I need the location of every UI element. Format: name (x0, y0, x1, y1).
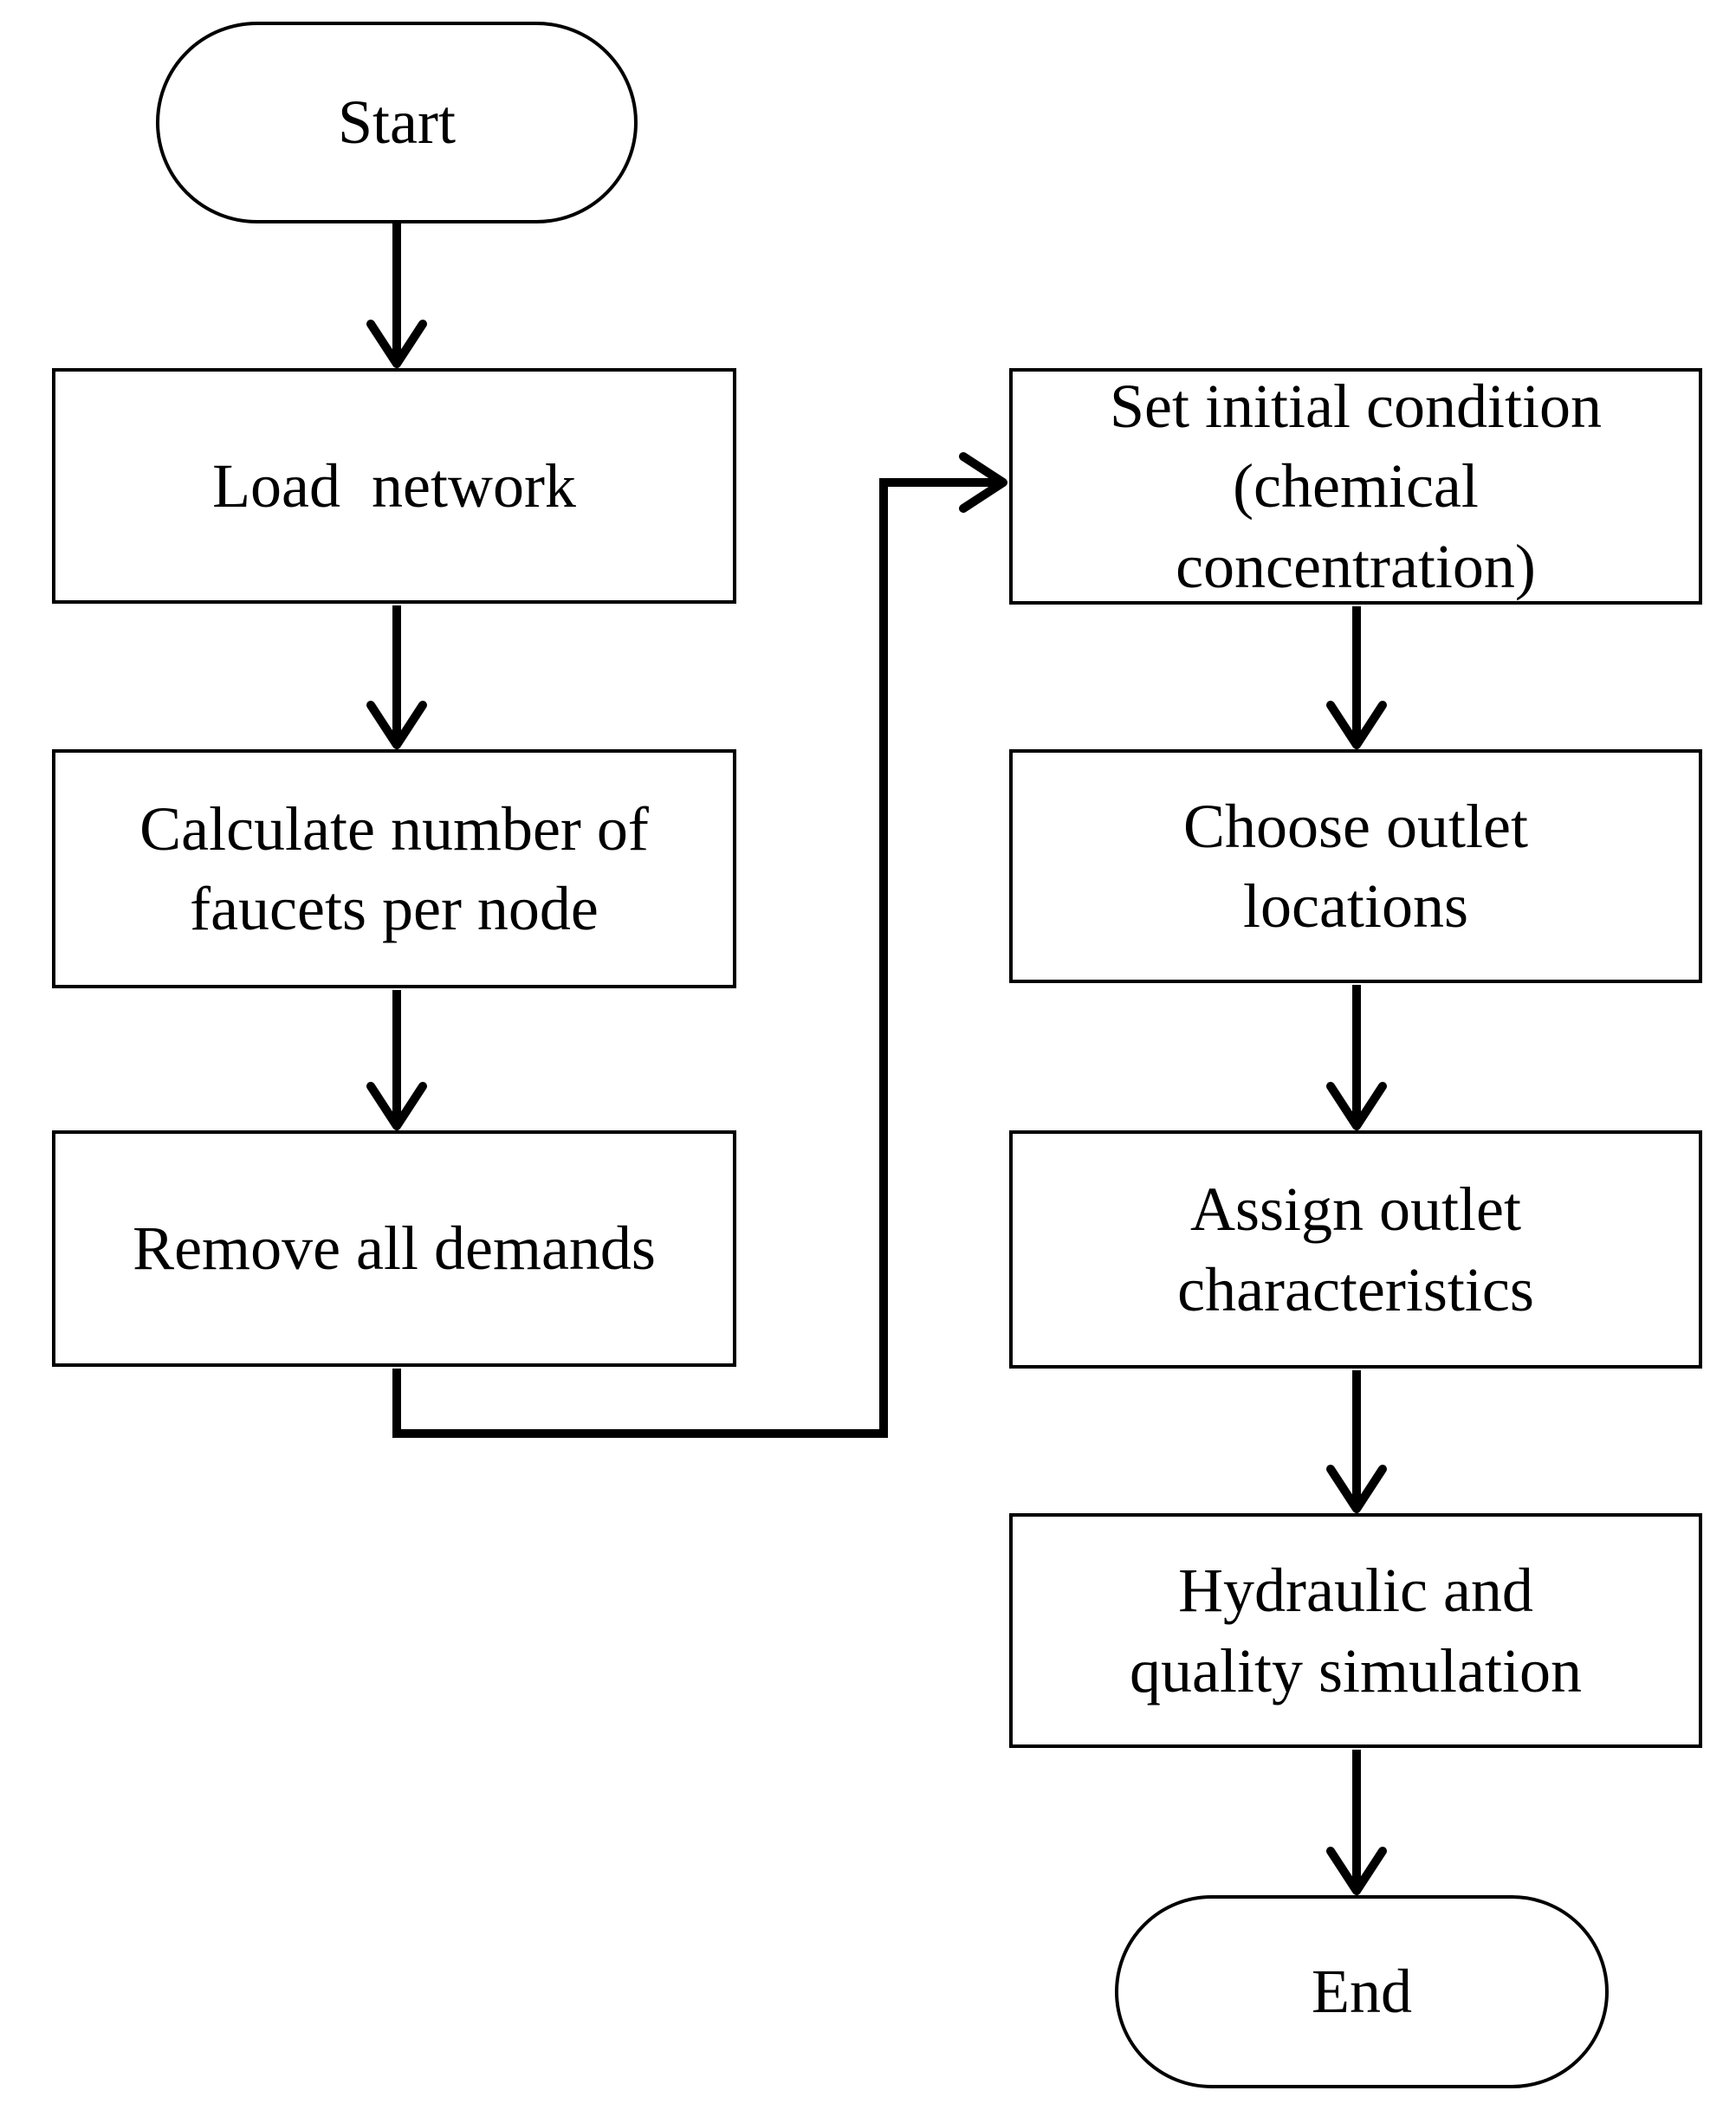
node-choose-outlet-label: Choose outlet locations (1183, 791, 1528, 941)
node-calculate-faucets: Calculate number of faucets per node (52, 749, 736, 988)
node-choose-outlet: Choose outlet locations (1009, 749, 1702, 983)
edge-hydraulic-to-end-arrowhead (1326, 1847, 1387, 1895)
node-load-network-label: Load network (212, 450, 576, 521)
node-assign-outlet-label: Assign outlet characteristics (1177, 1175, 1534, 1324)
edge-assign-to-hydraulic-arrowhead (1326, 1465, 1387, 1513)
node-start-label: Start (338, 87, 456, 158)
edge-load-to-calculate-arrowhead (366, 701, 427, 749)
node-calculate-faucets-label: Calculate number of faucets per node (139, 793, 649, 943)
edge-choose-to-assign-arrowhead (1326, 1082, 1387, 1130)
node-remove-demands-label: Remove all demands (133, 1214, 656, 1284)
node-start: Start (156, 22, 638, 223)
edge-start-to-load-arrowhead (366, 320, 427, 368)
node-hydraulic-simulation-label: Hydraulic and quality simulation (1130, 1556, 1582, 1705)
edge-remove-to-set-arrowhead (959, 452, 1007, 513)
node-set-initial-condition-label: Set initial condition (chemical concentr… (1110, 372, 1602, 601)
node-assign-outlet: Assign outlet characteristics (1009, 1130, 1702, 1369)
edge-remove-to-set-shaft (392, 478, 1001, 1438)
node-load-network: Load network (52, 368, 736, 604)
node-set-initial-condition: Set initial condition (chemical concentr… (1009, 368, 1702, 605)
node-remove-demands: Remove all demands (52, 1130, 736, 1367)
node-end: End (1115, 1895, 1609, 2088)
edge-calculate-to-remove-arrowhead (366, 1082, 427, 1130)
node-end-label: End (1312, 1957, 1412, 2027)
edge-set-to-choose-arrowhead (1326, 701, 1387, 749)
node-hydraulic-simulation: Hydraulic and quality simulation (1009, 1513, 1702, 1748)
